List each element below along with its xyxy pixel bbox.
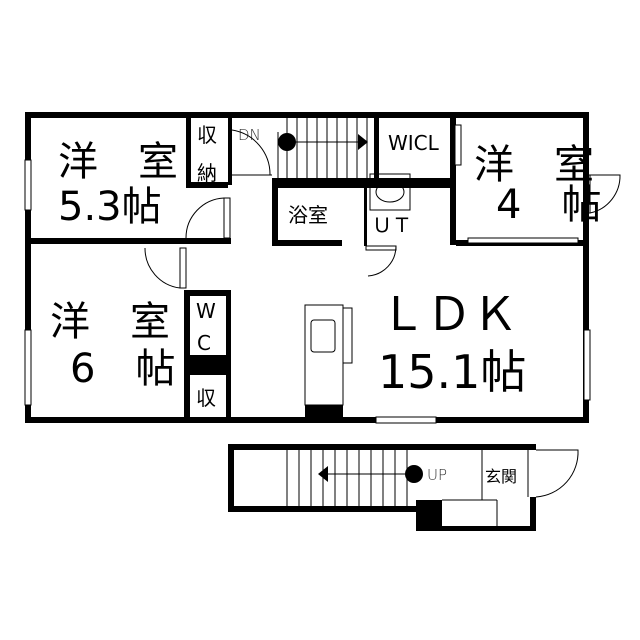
- wic-label: WICL: [388, 131, 440, 155]
- stairs-start-dot: [278, 133, 296, 151]
- stairs-up-arrow: [318, 466, 328, 482]
- entrance-walls: [228, 444, 536, 531]
- western-room-1-name: 洋 室: [58, 139, 178, 185]
- washbasin-bowl: [375, 181, 405, 203]
- entrance-label: 玄関: [485, 467, 517, 486]
- storage-1-label-2: 納: [197, 161, 217, 185]
- kitchen-backsplash: [342, 307, 353, 364]
- western-room-2-size: 4 帖: [496, 182, 601, 228]
- western-room-1-size: 5.3帖: [58, 184, 162, 230]
- ldk-name: ＬＤＫ: [380, 287, 518, 341]
- western-room-2-name: 洋 室: [474, 142, 594, 188]
- stairs-up-dot: [405, 465, 423, 483]
- wc-label-2: C: [197, 331, 211, 355]
- washbasin: [369, 173, 411, 211]
- doors: [144, 129, 621, 289]
- wc-label-1: W: [196, 299, 216, 323]
- utility-label: ＵＴ: [372, 213, 412, 237]
- storage-1-label-1: 収: [197, 123, 217, 147]
- western-room-3-name: 洋 室: [50, 299, 170, 345]
- kitchen-sink: [310, 319, 336, 353]
- bathroom-label: 浴室: [288, 203, 328, 227]
- stairs-down-label: DN: [238, 126, 261, 144]
- stairs-arrow: [358, 134, 368, 150]
- western-room-3-size: 6 帖: [70, 346, 175, 392]
- windows: [24, 124, 591, 424]
- ldk-size: 15.1帖: [378, 345, 526, 399]
- storage-2-label: 収: [196, 386, 216, 410]
- stairs-up-label: UP: [427, 466, 447, 484]
